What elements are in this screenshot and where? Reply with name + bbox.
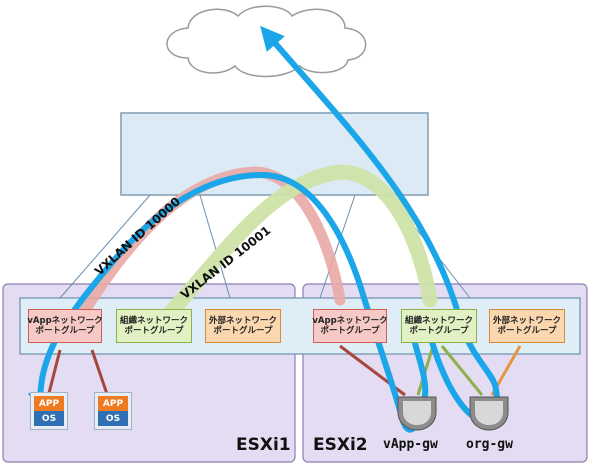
esxi1-label: ESXi1: [236, 435, 291, 455]
portgroup-line2: ポートグループ: [497, 326, 557, 336]
portgroup-line1: vAppネットワーク: [312, 315, 388, 326]
vapp-gw-label: vApp-gw: [383, 437, 438, 452]
vm-os-label: OS: [98, 411, 128, 426]
portgroup-line1: 組織ネットワーク: [404, 315, 473, 326]
vm-os-label: OS: [34, 411, 64, 426]
portgroup-line2: ポートグループ: [320, 326, 380, 336]
esxi2-vapp-portgroup: vAppネットワーク ポートグループ: [312, 309, 388, 343]
esxi1-vapp-portgroup: vAppネットワーク ポートグループ: [27, 309, 103, 343]
esxi2-ext-portgroup: 外部ネットワーク ポートグループ: [489, 309, 565, 343]
vm-app-label: APP: [34, 396, 64, 411]
portgroup-line1: 組織ネットワーク: [119, 315, 188, 326]
esxi1-org-portgroup: 組織ネットワーク ポートグループ: [116, 309, 192, 343]
portgroup-line2: ポートグループ: [124, 326, 184, 336]
esxi2-label: ESXi2: [313, 435, 368, 455]
vm-app-label: APP: [98, 396, 128, 411]
org-gw-label: org-gw: [466, 437, 513, 452]
portgroup-line1: vAppネットワーク: [27, 315, 103, 326]
portgroup-line2: ポートグループ: [35, 326, 95, 336]
esxi1-ext-portgroup: 外部ネットワーク ポートグループ: [205, 309, 281, 343]
traffic-flow-path: [28, 25, 500, 433]
vm-2: APP OS: [94, 392, 132, 430]
vm-1: APP OS: [30, 392, 68, 430]
esxi2-org-portgroup: 組織ネットワーク ポートグループ: [401, 309, 477, 343]
portgroup-line2: ポートグループ: [409, 326, 469, 336]
portgroup-line1: 外部ネットワーク: [492, 315, 561, 326]
org-gw-icon: [469, 396, 509, 431]
portgroup-line1: 外部ネットワーク: [208, 315, 277, 326]
portgroup-line2: ポートグループ: [213, 326, 273, 336]
vapp-gw-icon: [397, 396, 437, 431]
internet-cloud-icon: [166, 5, 367, 78]
